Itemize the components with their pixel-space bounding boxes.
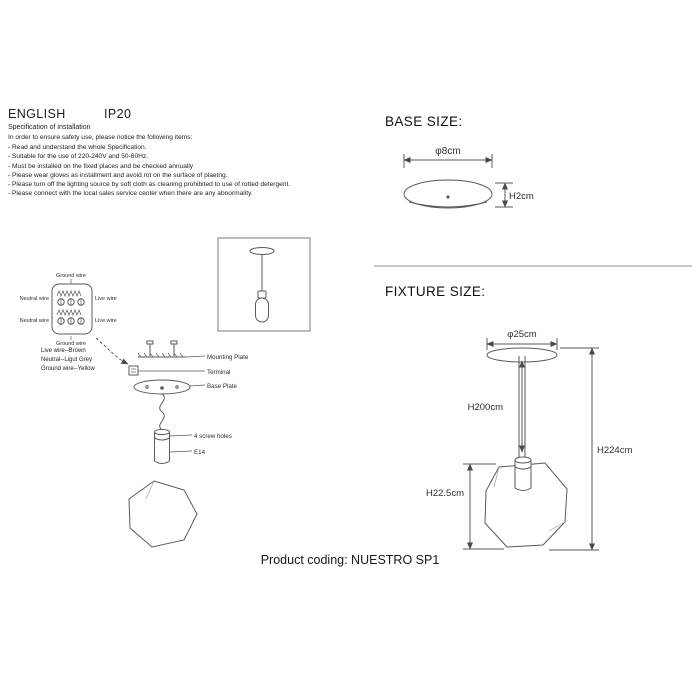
spec-item-6: - Please connect with the local sales se… xyxy=(8,190,253,198)
spec-item-2: - Suitable for the use of 220-240V and 5… xyxy=(8,153,149,161)
legend-ground-wire: Ground wire--Yellow xyxy=(41,365,95,372)
socket-type-label: E14 xyxy=(194,449,206,456)
terminal-label: Terminal xyxy=(207,369,230,376)
product-coding: Product coding: NUESTRO SP1 xyxy=(260,553,440,567)
base-plate-label: Base Plate xyxy=(207,383,237,390)
spec-item-4: - Please wear gloves as installment and … xyxy=(8,171,228,179)
spec-items: - Read and understand the whole Specific… xyxy=(8,143,290,199)
spec-title: Specification of installation xyxy=(8,124,91,131)
legend-neutral-wire: Neutral--Ligut Grey xyxy=(41,356,93,363)
shade-height-label: H22.5cm xyxy=(426,488,464,499)
language-label: ENGLISH xyxy=(8,107,66,121)
glass-shade xyxy=(484,462,568,548)
spec-item-1: - Read and understand the whole Specific… xyxy=(8,144,147,151)
wiring-top-label: Ground wire xyxy=(56,273,86,279)
shade-sketch xyxy=(128,480,198,548)
wiring-row1-left-label: Neutral wire xyxy=(20,296,49,302)
wire-color-legend: Live wire--Brown Neutral--Ligut Grey Gro… xyxy=(41,347,95,373)
base-height-label: H2cm xyxy=(509,191,534,202)
total-height-label: H224cm xyxy=(597,445,632,456)
wiring-bottom-label: Ground wire xyxy=(56,341,86,347)
screw-holes-label: 4 screw holes xyxy=(194,433,232,440)
fixture-size-title: FIXTURE SIZE: xyxy=(385,284,486,299)
spec-intro: In order to ensure safety use, please no… xyxy=(8,134,193,141)
spec-item-5: - Please turn off the lighting source by… xyxy=(8,181,291,189)
wiring-row1-right-label: Live wire xyxy=(95,296,117,302)
wiring-row2-left-label: Neutral wire xyxy=(20,318,49,324)
install-arrow xyxy=(95,337,129,365)
rod-height-label: H200cm xyxy=(468,402,503,413)
legend-live-wire: Live wire--Brown xyxy=(41,348,86,354)
fixture-diagram xyxy=(463,338,599,551)
ip-rating-label: IP20 xyxy=(104,107,132,121)
base-diagram xyxy=(403,154,513,209)
fixture-diameter-label: φ25cm xyxy=(507,329,536,340)
base-size-title: BASE SIZE: xyxy=(385,114,463,129)
pendant-thumbnail xyxy=(217,237,311,332)
wiring-row2-right-label: Live wire xyxy=(95,318,117,324)
mounting-plate-label: Mounting Plate xyxy=(207,354,249,361)
wiring-diagram xyxy=(51,279,93,340)
lamp-socket xyxy=(514,456,532,491)
spec-item-3: - Must be installed on the fixed places … xyxy=(8,162,194,170)
assembly-diagram xyxy=(128,340,206,464)
base-diameter-label: φ8cm xyxy=(435,146,460,157)
